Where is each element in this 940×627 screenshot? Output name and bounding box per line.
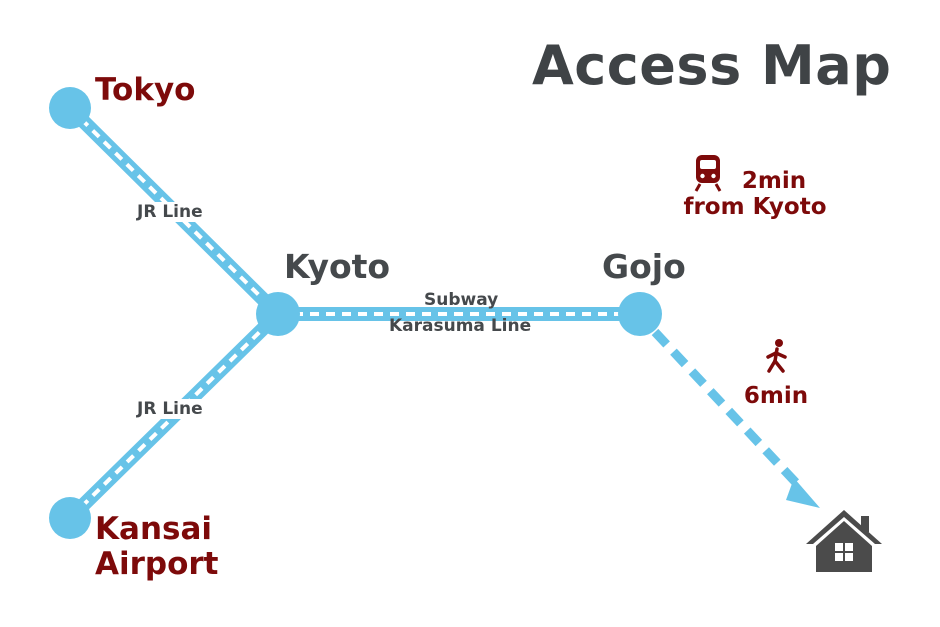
station-label-gojo: Gojo <box>602 247 686 286</box>
train-time-origin: from Kyoto <box>683 194 827 220</box>
train-time-note: 2min from Kyoto <box>680 168 830 220</box>
walking-route <box>651 328 820 508</box>
arrow-head-icon <box>786 478 820 508</box>
station-label-kansai-line2: Airport <box>95 546 219 582</box>
station-label-kyoto: Kyoto <box>284 247 391 286</box>
station-node-kyoto <box>256 292 300 336</box>
map-title: Access Map <box>532 34 892 97</box>
line-label-subway: Subway <box>424 290 499 310</box>
walking-person-icon <box>766 339 787 373</box>
station-label-kansai-line1: Kansai <box>95 511 213 547</box>
station-node-tokyo <box>49 87 91 129</box>
station-node-gojo <box>618 292 662 336</box>
station-node-kansai <box>49 497 91 539</box>
train-icon <box>694 155 722 192</box>
line-label-karasuma: Karasuma Line <box>389 316 532 336</box>
station-label-kansai-airport: Kansai Airport <box>95 512 219 582</box>
house-icon <box>806 510 882 572</box>
station-label-tokyo: Tokyo <box>95 72 196 108</box>
line-label-jr-upper: JR Line <box>134 202 206 222</box>
walk-time-note: 6min <box>743 383 809 409</box>
line-label-jr-lower: JR Line <box>134 399 206 419</box>
train-time-value: 2min <box>741 168 807 194</box>
